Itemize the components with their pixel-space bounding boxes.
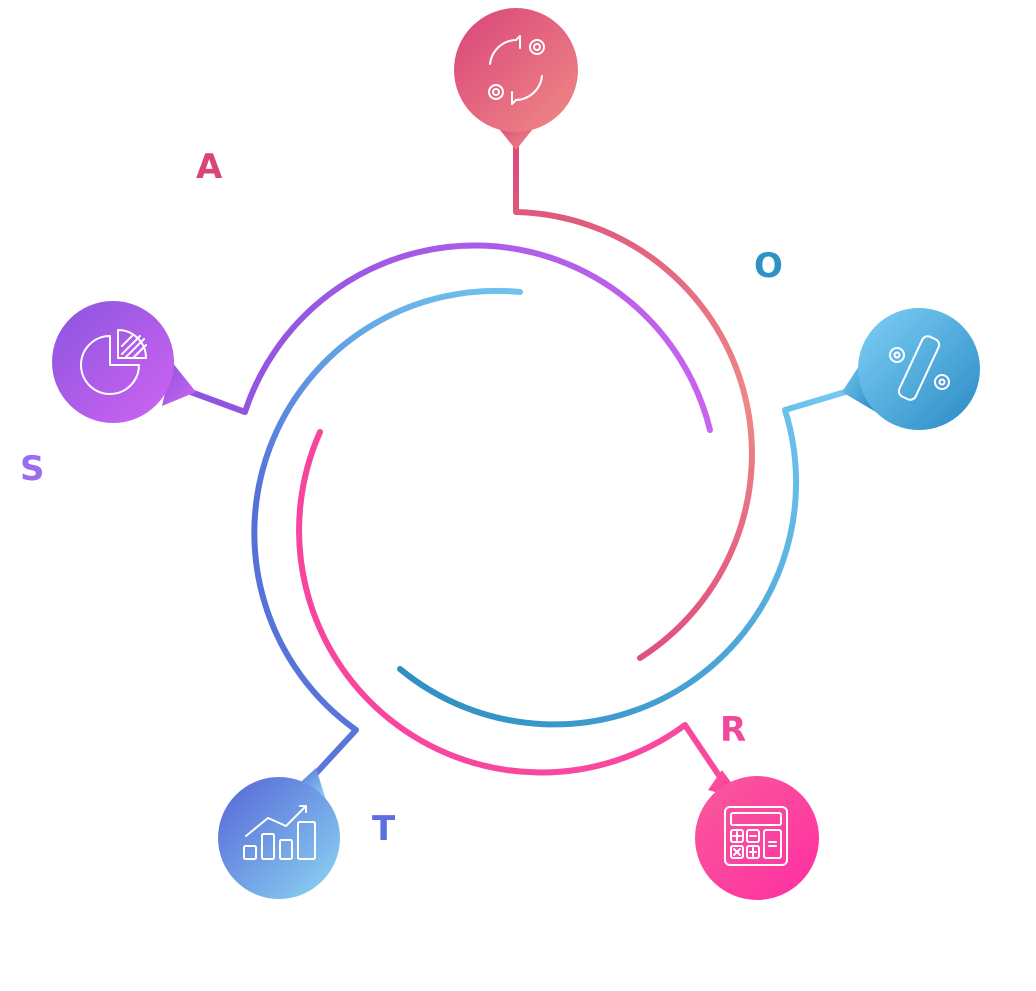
node-bottom-right xyxy=(695,770,819,900)
refresh-cycle-icon xyxy=(488,35,545,105)
node-bottom-left xyxy=(218,768,340,899)
growth-chart-icon xyxy=(243,805,316,860)
node-top xyxy=(454,8,578,150)
calculator-icon xyxy=(724,806,788,866)
letter-a: A xyxy=(196,147,223,187)
node-bottom-right-circle xyxy=(695,776,819,900)
node-left-circle xyxy=(52,301,174,423)
letter-o: O xyxy=(754,246,783,286)
arc-indigo xyxy=(251,287,523,785)
node-top-circle xyxy=(454,8,578,132)
node-right xyxy=(842,308,980,430)
node-bottom-left-circle xyxy=(218,777,340,899)
letter-r: R xyxy=(720,710,747,750)
letter-t: T xyxy=(372,809,396,849)
pie-chart-icon xyxy=(80,329,147,395)
node-left xyxy=(52,301,196,423)
arc-purple xyxy=(177,242,713,433)
arc-coral xyxy=(513,137,755,661)
node-right-circle xyxy=(858,308,980,430)
letter-s: S xyxy=(20,449,45,489)
percent-icon xyxy=(889,335,950,401)
arc-pink xyxy=(296,429,725,783)
arc-blue xyxy=(397,387,855,728)
